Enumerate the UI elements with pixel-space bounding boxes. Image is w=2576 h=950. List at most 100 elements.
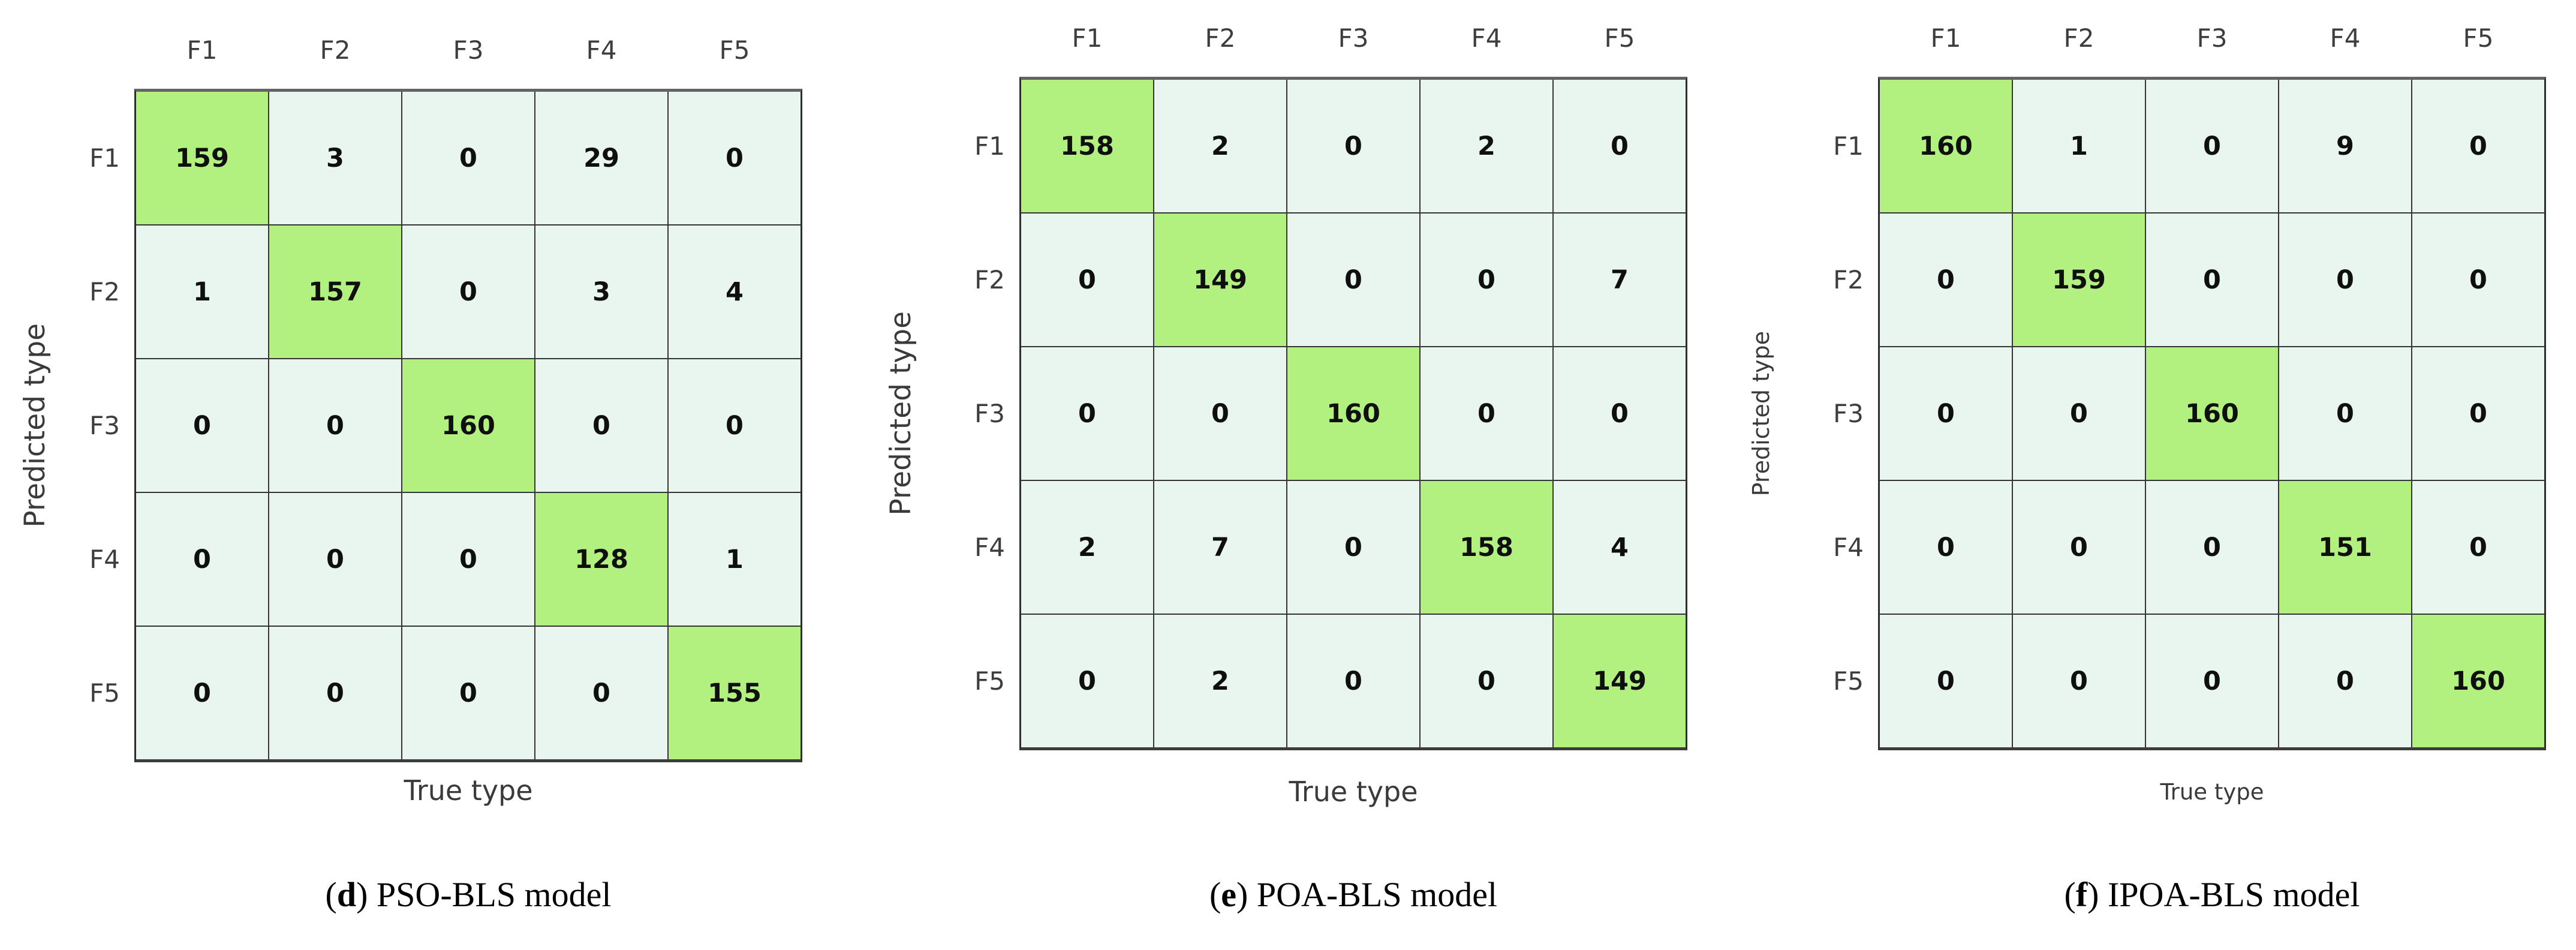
matrix-cell: 2 <box>1154 80 1286 212</box>
row-header: F2 <box>1833 265 1864 294</box>
panel-ipoa-bls: F1 F2 F3 F4 F5 Predicted type F1 F2 F3 F… <box>1721 0 2576 950</box>
col-header: F3 <box>1338 23 1369 53</box>
matrix-cell: 0 <box>2412 214 2544 346</box>
caption-letter: e <box>1221 875 1237 914</box>
y-axis-label: Predicted type <box>18 323 52 528</box>
matrix-cell: 158 <box>1421 481 1552 614</box>
row-header: F3 <box>974 399 1005 428</box>
matrix-cell: 29 <box>535 92 667 224</box>
col-header: F2 <box>1205 23 1236 53</box>
matrix-cell: 0 <box>1287 481 1419 614</box>
matrix-cell: 160 <box>402 359 534 492</box>
column-headers: F1 F2 F3 F4 F5 <box>1721 0 2576 77</box>
caption-letter: f <box>2075 875 2088 914</box>
row-header: F4 <box>974 533 1005 562</box>
col-header: F1 <box>1072 23 1103 53</box>
row-header: F5 <box>1833 666 1864 696</box>
matrix-cell: 0 <box>2412 481 2544 614</box>
caption-paren-open: ( <box>2064 875 2076 914</box>
matrix-cell: 0 <box>136 627 268 759</box>
matrix-cell: 0 <box>269 627 401 759</box>
matrix-cell: 0 <box>1880 615 2012 747</box>
column-headers: F1 F2 F3 F4 F5 <box>0 0 859 89</box>
matrix-cell: 0 <box>1880 214 2012 346</box>
row-headers: F1 F2 F3 F4 F5 <box>943 77 1019 750</box>
panel-poa-bls: F1 F2 F3 F4 F5 Predicted type F1 F2 F3 F… <box>859 0 1721 950</box>
matrix-cell: 157 <box>269 226 401 358</box>
matrix-cell: 0 <box>402 627 534 759</box>
row-headers: F1 F2 F3 F4 F5 <box>70 89 134 762</box>
matrix-cell: 0 <box>1880 347 2012 480</box>
matrix-cell: 0 <box>535 627 667 759</box>
matrix-cell: 1 <box>136 226 268 358</box>
caption-text: PSO-BLS model <box>368 875 612 914</box>
matrix-cell: 0 <box>402 226 534 358</box>
matrix-cell: 7 <box>1554 214 1686 346</box>
matrix-cell: 160 <box>1287 347 1419 480</box>
matrix-cell: 0 <box>269 359 401 492</box>
matrix-cell: 0 <box>402 92 534 224</box>
row-header: F1 <box>1833 131 1864 161</box>
matrix-cell: 0 <box>535 359 667 492</box>
matrix-cell: 159 <box>2013 214 2145 346</box>
y-axis-label: Predicted type <box>1748 330 1774 497</box>
matrix-cell: 160 <box>1880 80 2012 212</box>
matrix-cell: 158 <box>1021 80 1153 212</box>
row-header: F5 <box>974 666 1005 696</box>
matrix-cell: 128 <box>535 493 667 626</box>
y-axis-label: Predicted type <box>884 311 917 516</box>
matrix-cell: 0 <box>2412 80 2544 212</box>
matrix-cell: 0 <box>2146 481 2278 614</box>
matrix-cell: 0 <box>1880 481 2012 614</box>
y-axis-label-wrap: Predicted type <box>1721 77 1801 750</box>
matrix-cell: 0 <box>269 493 401 626</box>
matrix-cell: 0 <box>2412 347 2544 480</box>
x-axis-label: True type <box>2160 779 2264 805</box>
matrix-cell: 160 <box>2146 347 2278 480</box>
col-header: F4 <box>586 35 617 65</box>
panel-caption: (f) IPOA-BLS model <box>1878 874 2546 915</box>
row-header: F3 <box>89 411 120 440</box>
caption-paren-close: ) <box>1236 875 1248 914</box>
caption-letter: d <box>336 875 357 914</box>
row-header: F1 <box>89 143 120 173</box>
row-header: F1 <box>974 131 1005 161</box>
matrix-cell: 0 <box>1554 80 1686 212</box>
matrix-cell: 2 <box>1021 481 1153 614</box>
col-header: F1 <box>186 35 218 65</box>
caption-text: IPOA-BLS model <box>2099 875 2360 914</box>
y-axis-label-wrap: Predicted type <box>0 89 70 762</box>
matrix-cell: 2 <box>1154 615 1286 747</box>
y-axis-label-wrap: Predicted type <box>859 77 943 750</box>
panel-caption: (d) PSO-BLS model <box>134 874 802 915</box>
matrix-cell: 0 <box>669 92 801 224</box>
matrix-cell: 9 <box>2279 80 2411 212</box>
col-header: F1 <box>1930 23 1961 53</box>
matrix-cell: 149 <box>1154 214 1286 346</box>
matrix-cell: 4 <box>669 226 801 358</box>
matrix-cell: 3 <box>535 226 667 358</box>
col-header: F5 <box>2463 23 2494 53</box>
matrix-cell: 0 <box>1021 347 1153 480</box>
col-header: F3 <box>453 35 484 65</box>
matrix-cell: 0 <box>2279 347 2411 480</box>
matrix-cell: 0 <box>1287 615 1419 747</box>
col-header: F5 <box>719 35 750 65</box>
matrix-cell: 0 <box>136 359 268 492</box>
matrix-cell: 160 <box>2412 615 2544 747</box>
panel-pso-bls: F1 F2 F3 F4 F5 Predicted type F1 F2 F3 F… <box>0 0 859 950</box>
matrix-cell: 0 <box>1154 347 1286 480</box>
matrix-cell: 0 <box>2279 615 2411 747</box>
matrix-cell: 0 <box>2146 615 2278 747</box>
matrix-cell: 0 <box>1287 80 1419 212</box>
matrix-cell: 0 <box>1021 214 1153 346</box>
matrix-cell: 0 <box>2013 615 2145 747</box>
caption-paren-open: ( <box>1209 875 1221 914</box>
caption-text: POA-BLS model <box>1248 875 1498 914</box>
row-header: F4 <box>89 545 120 574</box>
matrix-cell: 0 <box>2013 481 2145 614</box>
matrix-cell: 0 <box>136 493 268 626</box>
row-header: F2 <box>974 265 1005 294</box>
matrix-cell: 0 <box>669 359 801 492</box>
matrix-cell: 0 <box>2013 347 2145 480</box>
